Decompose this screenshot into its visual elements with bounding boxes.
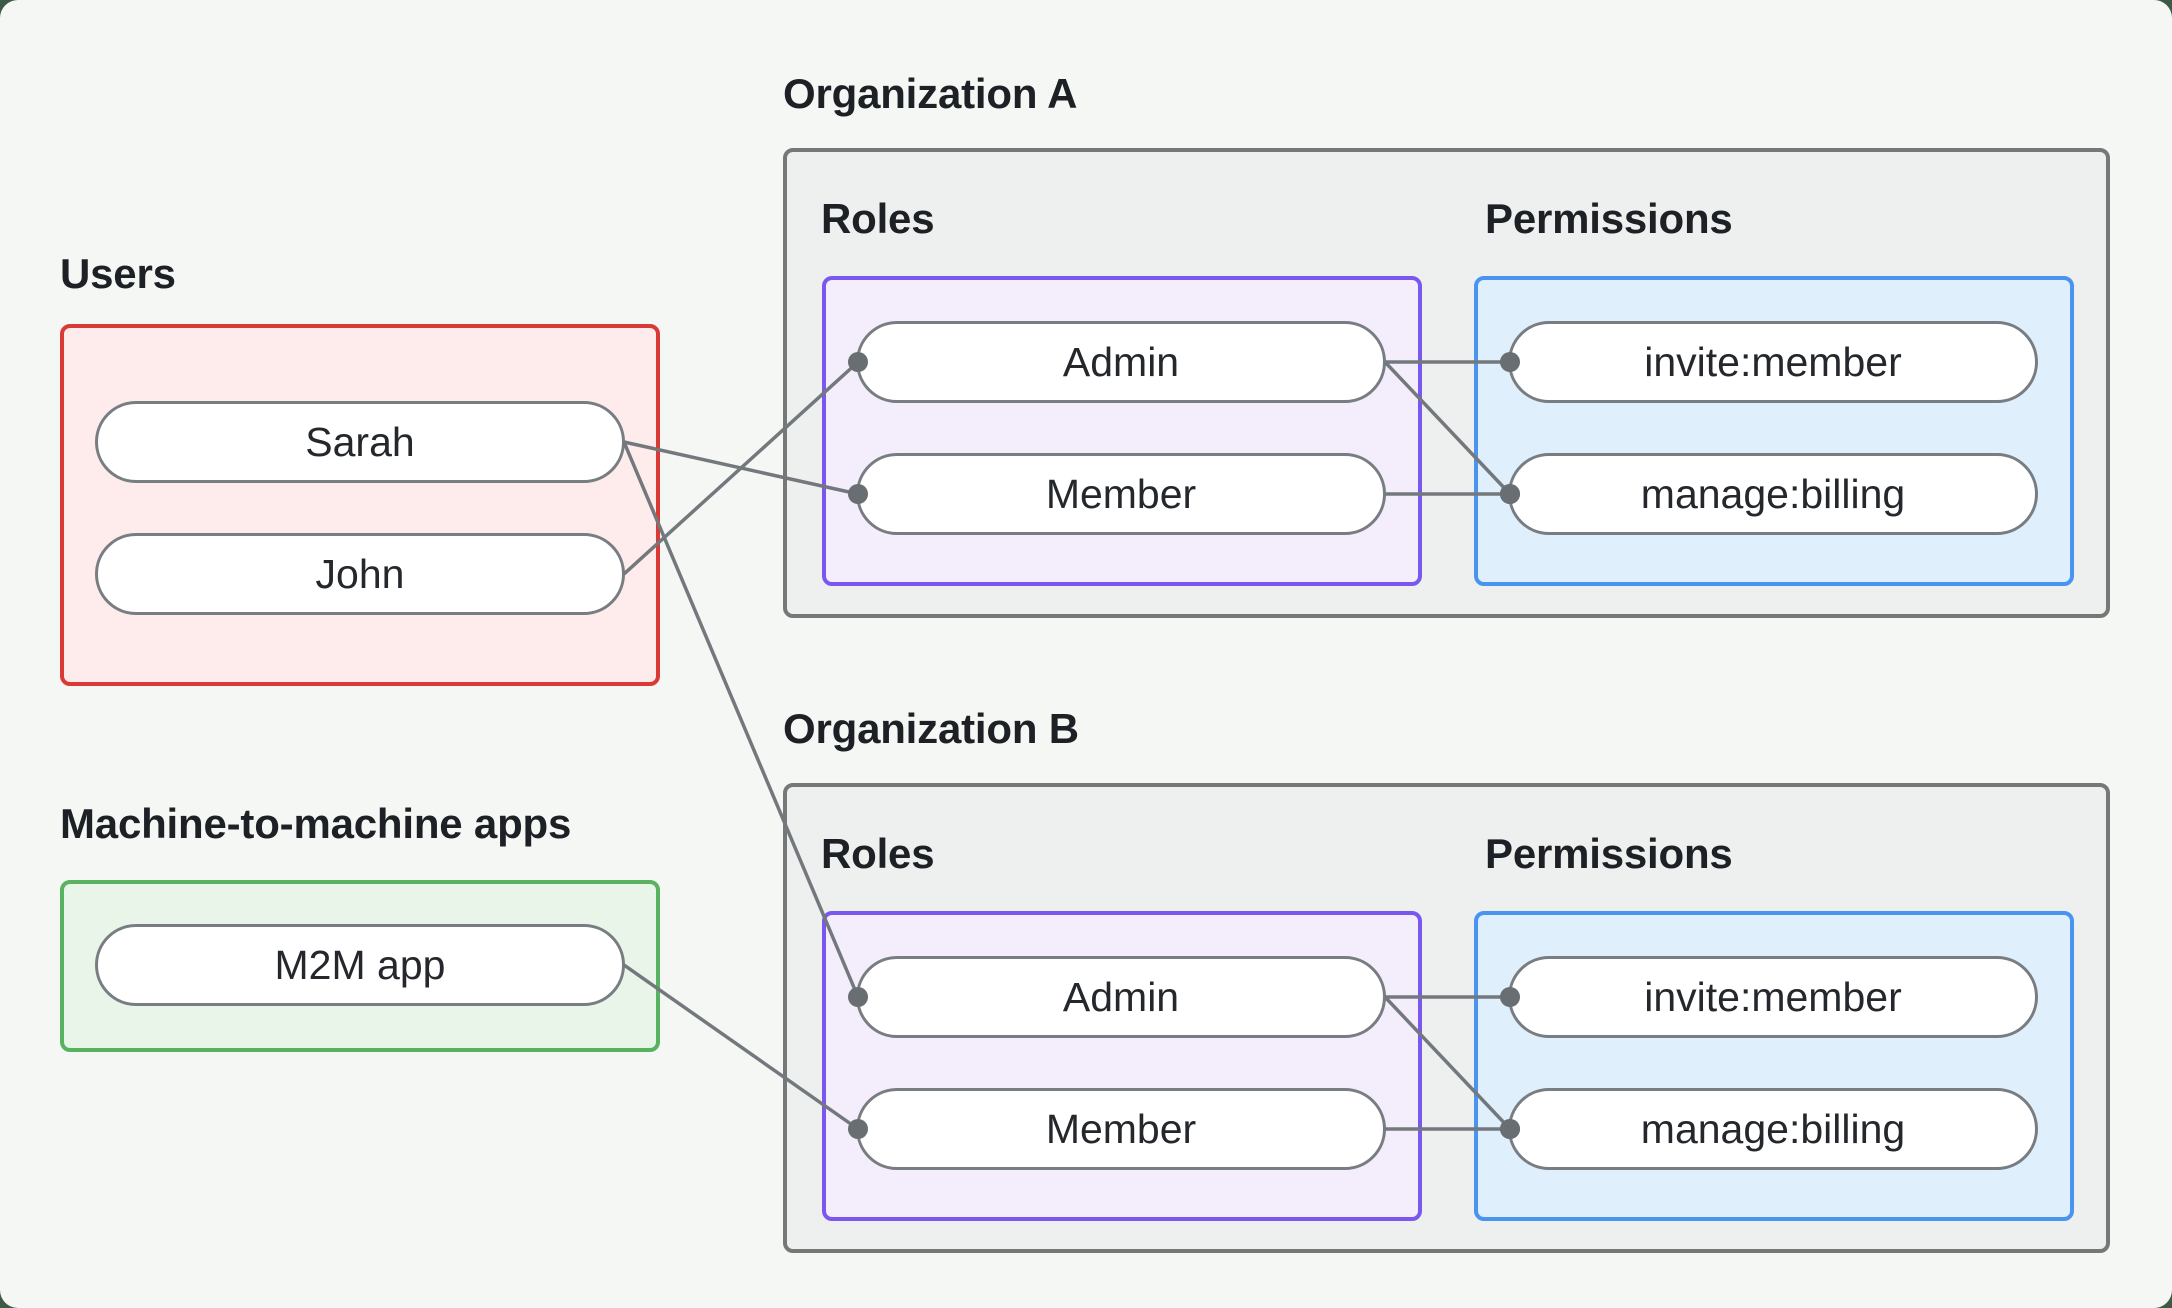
user-node-label: Sarah [305, 418, 415, 465]
org-b-roles-title: Roles [821, 830, 935, 877]
org-b-title: Organization B [783, 705, 1079, 752]
org-b-permission-invite-member-node: invite:member [1508, 956, 2038, 1038]
org-b-role-admin-node: Admin [856, 956, 1386, 1038]
permission-node-label: manage:billing [1640, 470, 1906, 517]
org-a-title: Organization A [783, 70, 1078, 117]
org-a-roles-title: Roles [821, 195, 935, 242]
m2m-section-title: Machine-to-machine apps [60, 800, 572, 847]
org-a-permissions-box: invite:member manage:billing [1474, 276, 2074, 586]
org-a-permissions-title: Permissions [1485, 195, 1733, 242]
org-a-role-admin-node: Admin [856, 321, 1386, 403]
user-node-sarah: Sarah [95, 401, 625, 483]
role-node-label: Member [1045, 1105, 1197, 1152]
role-node-label: Admin [1062, 973, 1180, 1020]
org-a-permission-invite-member-node: invite:member [1508, 321, 2038, 403]
org-b-roles-box: Admin Member [822, 911, 1422, 1221]
org-b-box: Roles Permissions Admin Member invite:me… [783, 783, 2110, 1253]
m2m-app-node-label: M2M app [274, 941, 446, 988]
org-b-permission-manage-billing-node: manage:billing [1508, 1088, 2038, 1170]
permission-node-label: manage:billing [1640, 1105, 1906, 1152]
org-b-permissions-box: invite:member manage:billing [1474, 911, 2074, 1221]
m2m-app-node: M2M app [95, 924, 625, 1006]
user-node-label: John [315, 550, 405, 597]
org-a-box: Roles Permissions Admin Member invite:me… [783, 148, 2110, 618]
permission-node-label: invite:member [1644, 973, 1902, 1020]
m2m-group-box: M2M app [60, 880, 660, 1052]
user-node-john: John [95, 533, 625, 615]
org-a-permission-manage-billing-node: manage:billing [1508, 453, 2038, 535]
users-group-box: Sarah John [60, 324, 660, 686]
org-a-roles-box: Admin Member [822, 276, 1422, 586]
permission-node-label: invite:member [1644, 338, 1902, 385]
role-node-label: Admin [1062, 338, 1180, 385]
org-a-role-member-node: Member [856, 453, 1386, 535]
org-b-role-member-node: Member [856, 1088, 1386, 1170]
org-b-permissions-title: Permissions [1485, 830, 1733, 877]
role-node-label: Member [1045, 470, 1197, 517]
users-section-title: Users [60, 250, 176, 297]
